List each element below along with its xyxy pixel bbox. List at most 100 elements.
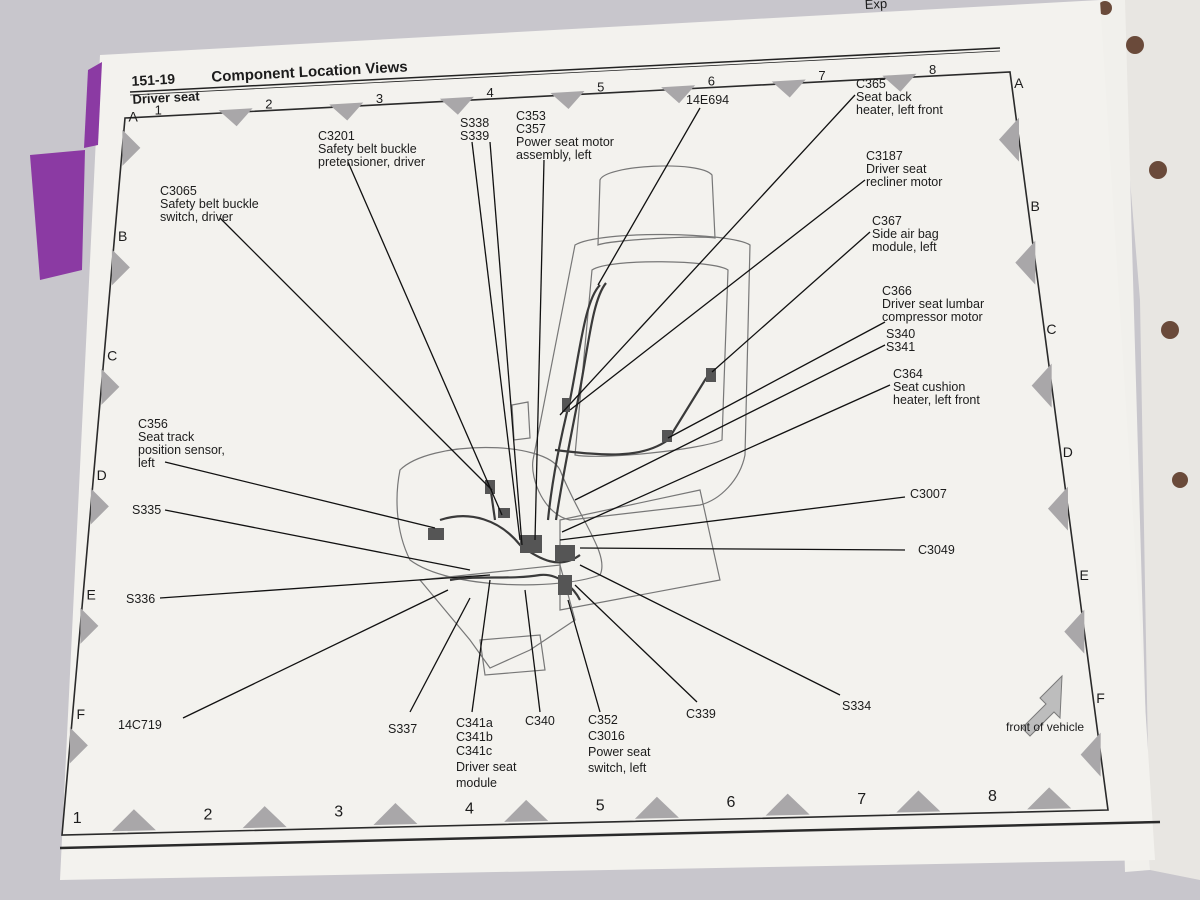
callout-c3007: C3007 <box>910 487 947 501</box>
callout-c3201-line-0: C3201 <box>318 129 355 143</box>
callout-c341-line-1: C341b <box>456 730 493 744</box>
column-label-bottom-7: 7 <box>857 791 866 808</box>
callout-c365-line-1: Seat back <box>856 90 912 104</box>
callout-c341-line-0: C341a <box>456 716 493 730</box>
bottom-rule <box>59 820 1161 850</box>
diagram-frame <box>61 71 1109 836</box>
right-grid-marker-3 <box>1031 363 1052 408</box>
row-label-left-C: C <box>107 348 117 364</box>
bottom-grid-marker-4 <box>504 799 549 822</box>
top-grid-marker-3 <box>439 96 474 115</box>
row-label-right-C: C <box>1046 321 1056 337</box>
callout-c356-line-2: position sensor, <box>138 443 225 457</box>
seat-back-contour <box>574 261 729 457</box>
bottom-grid-marker-5 <box>634 796 679 819</box>
paper-sheet <box>60 0 1155 880</box>
callout-c367-line-0: C367 <box>872 214 902 228</box>
column-label-bottom-5: 5 <box>596 797 605 814</box>
leader-lines <box>159 94 906 719</box>
row-label-left-D: D <box>97 467 107 483</box>
column-label-bottom-2: 2 <box>203 807 212 824</box>
front-of-vehicle-label: front of vehicle <box>1006 720 1084 734</box>
bottom-grid-marker-7 <box>896 790 941 813</box>
callout-c364-line-2: heater, left front <box>893 393 980 407</box>
callout-c3201-line-2: pretensioner, driver <box>318 155 425 169</box>
right-grid-marker-5 <box>1064 609 1085 654</box>
callout-c353-line-2: Power seat motor <box>516 135 614 149</box>
callout-c341-line-2: C341c <box>456 744 492 758</box>
header-rule-thin <box>129 50 1001 96</box>
callout-14e694: 14E694 <box>686 93 729 107</box>
right-grid-marker-4 <box>1047 486 1068 531</box>
callout-c365-line-2: heater, left front <box>856 103 943 117</box>
callout-c352-line-3: switch, left <box>588 761 647 775</box>
bottom-grid-marker-1 <box>111 809 156 832</box>
left-grid-marker-3 <box>101 368 120 405</box>
left-grid-marker-1 <box>122 129 141 166</box>
callout-14e694-line-0: 14E694 <box>686 93 729 107</box>
left-grid-marker-2 <box>111 249 130 286</box>
callout-c3065-line-1: Safety belt buckle <box>160 197 259 211</box>
callout-c352-line-0: C352 <box>588 713 618 727</box>
callout-c364-line-0: C364 <box>893 367 923 381</box>
bottom-grid-marker-2 <box>242 806 287 829</box>
callout-c356-line-0: C356 <box>138 417 168 431</box>
purple-page-tab-upper <box>84 62 102 148</box>
callout-c352-line-2: Power seat <box>588 745 651 759</box>
callout-c3007-line-0: C3007 <box>910 487 947 501</box>
seat-rail <box>479 634 546 676</box>
callout-s338-line-0: S338 <box>460 116 489 130</box>
grid-markers <box>69 73 1101 832</box>
column-label-bottom-1: 1 <box>73 810 82 827</box>
column-label-top-1: 1 <box>155 102 162 117</box>
row-label-right-F: F <box>1096 690 1105 706</box>
callout-c341-line-4: module <box>456 776 497 790</box>
column-label-top-3: 3 <box>376 91 383 106</box>
callout-c3065-line-0: C3065 <box>160 184 197 198</box>
seat-back <box>532 233 751 521</box>
left-grid-marker-4 <box>90 488 109 525</box>
row-label-right-D: D <box>1063 444 1073 460</box>
callout-c367-line-2: module, left <box>872 240 937 254</box>
top-grid-marker-6 <box>771 79 806 98</box>
front-of-vehicle-arrow-icon <box>1021 674 1063 737</box>
callout-s334-line-0: S334 <box>842 699 871 713</box>
header-rule <box>129 47 1001 93</box>
right-grid-marker-6 <box>1080 732 1101 777</box>
column-label-top-4: 4 <box>486 85 493 100</box>
view-title: Driver seat <box>132 88 201 107</box>
callout-c3049: C3049 <box>918 543 955 557</box>
corner-text: Exp <box>864 0 887 12</box>
row-label-right-B: B <box>1030 198 1039 214</box>
callout-c356-line-1: Seat track <box>138 430 195 444</box>
top-grid-marker-4 <box>550 91 585 109</box>
bottom-grid-marker-3 <box>373 803 418 826</box>
callout-c364-line-1: Seat cushion <box>893 380 965 394</box>
section-number: 151-19 <box>131 71 176 89</box>
row-label-left-F: F <box>76 706 85 722</box>
purple-page-tab <box>30 150 85 280</box>
column-label-bottom-6: 6 <box>726 794 735 811</box>
callout-s340-line-1: S341 <box>886 340 915 354</box>
column-label-top-8: 8 <box>929 62 936 77</box>
callout-c3187-line-0: C3187 <box>866 149 903 163</box>
harness-connectors <box>428 368 716 595</box>
callout-s335-line-0: S335 <box>132 503 161 517</box>
column-label-bottom-4: 4 <box>465 800 474 817</box>
callout-c3201-line-1: Safety belt buckle <box>318 142 417 156</box>
top-grid-marker-5 <box>661 85 696 104</box>
column-label-bottom-3: 3 <box>334 804 343 821</box>
bottom-grid-marker-8 <box>1027 787 1072 810</box>
front-of-vehicle-indicator: front of vehicle <box>1006 674 1084 737</box>
